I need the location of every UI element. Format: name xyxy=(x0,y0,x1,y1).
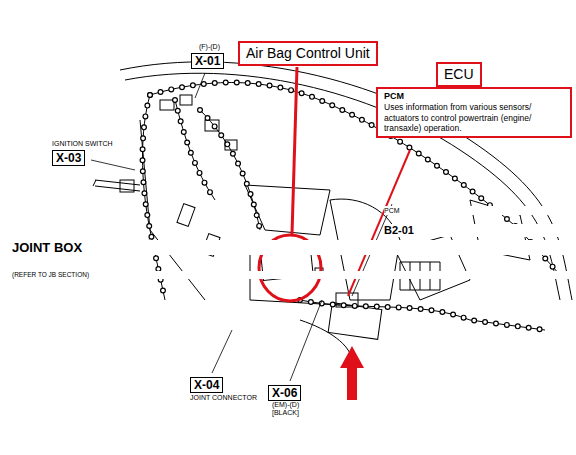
callout-highlights xyxy=(292,67,297,234)
leader-lines xyxy=(91,160,135,170)
part-name: JOINT BOX xyxy=(12,240,576,255)
wiring-harness xyxy=(143,95,166,300)
dashboard-outline xyxy=(300,320,352,360)
node-text: JOINT CONNECTOR xyxy=(190,393,257,403)
connector-code: B2-01 xyxy=(384,224,576,237)
description-box: PCMUses information from various sensors… xyxy=(376,87,572,138)
wiring-harness xyxy=(175,100,215,200)
connectors xyxy=(180,95,192,105)
connectors xyxy=(160,100,174,110)
wiring-harness xyxy=(143,95,166,300)
part-name: PCM xyxy=(384,206,576,215)
connector-label: (F)-(D) X-01 xyxy=(191,42,224,69)
leader-lines xyxy=(195,73,205,98)
node-text: Air Bag Control Unit xyxy=(246,45,370,62)
wiring-harness xyxy=(200,110,260,230)
wiring-harness xyxy=(175,100,215,200)
node-text: Uses information from various sensors/ a… xyxy=(384,102,564,134)
node-text: [BLACK] xyxy=(268,409,301,417)
node-text: PCM xyxy=(384,91,564,102)
wiring-harness xyxy=(200,110,260,230)
connectors xyxy=(177,204,195,227)
connector-label: X-04JOINT CONNECTOR xyxy=(190,375,257,403)
node-text: (EM)-(D) xyxy=(268,401,301,409)
wiring-harness xyxy=(300,300,545,330)
leader-lines xyxy=(91,73,392,381)
wiring-harness xyxy=(143,95,166,300)
connector-code: X-06 xyxy=(268,385,301,401)
connectors xyxy=(93,180,140,191)
connector-label: IGNITION SWITCH X-03 xyxy=(52,139,113,166)
node-text: IGNITION SWITCH xyxy=(52,139,113,148)
dashboard-outline xyxy=(120,62,572,300)
wiring-harness xyxy=(300,300,545,330)
callout-box: ECU xyxy=(436,62,482,87)
connector-code: X-01 xyxy=(191,53,224,69)
node-text: (F)-(D) xyxy=(191,42,224,51)
callout-box: Air Bag Control Unit xyxy=(238,41,378,66)
wiring-harness xyxy=(300,300,545,330)
leader-lines xyxy=(212,330,232,373)
connector-code: X-04 xyxy=(190,377,223,393)
wiring-harness xyxy=(200,110,260,230)
connector-label: X-06(EM)-(D)[BLACK] xyxy=(268,383,301,417)
connector-code: X-03 xyxy=(52,150,85,166)
red-arrow xyxy=(340,346,364,400)
leader-lines xyxy=(290,300,322,381)
wiring-harness xyxy=(175,100,215,200)
note: (REFER TO JB SECTION) xyxy=(12,271,576,279)
node-text: ECU xyxy=(444,66,474,83)
